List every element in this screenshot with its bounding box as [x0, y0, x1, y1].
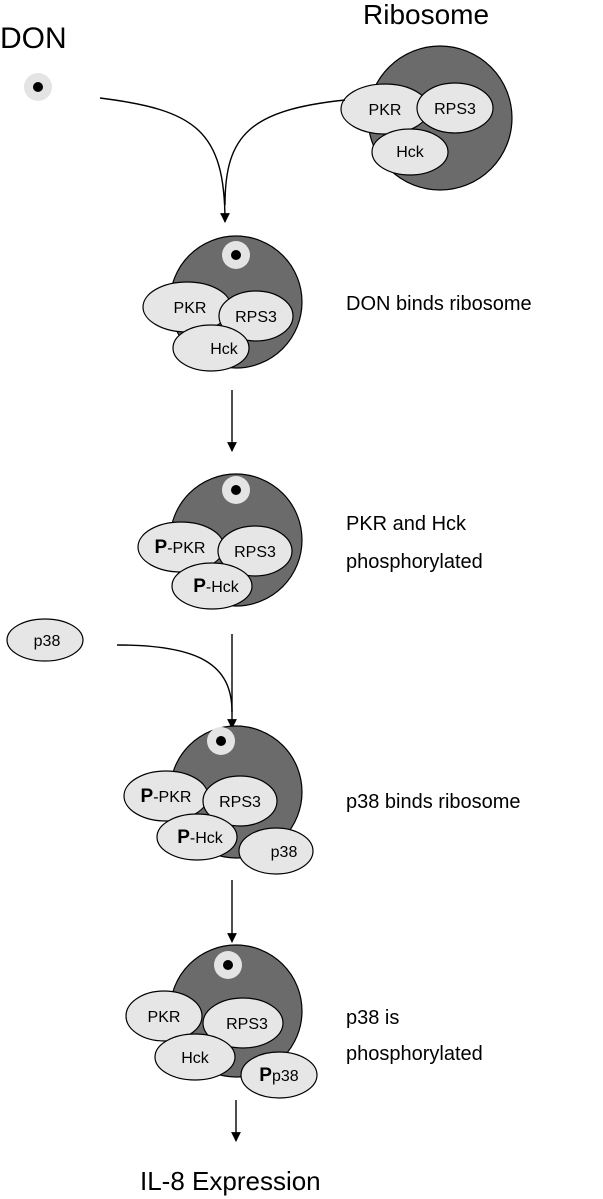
rps3-label: RPS3: [434, 101, 476, 118]
p-pkr-label: P-PKR: [155, 537, 206, 558]
p38-label: p38: [34, 633, 61, 650]
step-2-label-line-1: PKR and Hck: [346, 513, 467, 535]
hck-label: Hck: [181, 1050, 210, 1067]
rps3-label: RPS3: [226, 1016, 268, 1033]
p38-molecule: p38: [6, 618, 84, 662]
p-hck-label: P-Hck: [177, 827, 224, 848]
p-pkr-label: P-PKR: [141, 786, 192, 807]
ribosome-merge-arrow: [224, 99, 346, 206]
p-p38-label: Pp38: [259, 1065, 298, 1086]
hck-label: Hck: [396, 144, 425, 161]
p38-label: p38: [271, 844, 298, 861]
ribosome-title: Ribosome: [363, 0, 489, 30]
hck-label: Hck: [210, 341, 239, 358]
pkr-label: PKR: [148, 1009, 181, 1026]
ribosome-stage-3: P-PKR RPS3 P-Hck p38: [123, 725, 314, 875]
don-title: DON: [0, 22, 67, 55]
rps3-label: RPS3: [219, 794, 261, 811]
pkr-label: PKR: [369, 102, 402, 119]
don-molecule: [24, 73, 52, 101]
output-label: IL-8 Expression: [140, 1166, 321, 1196]
ribosome-complex-initial: PKR RPS3 Hck: [340, 45, 513, 191]
step-3-label: p38 binds ribosome: [346, 791, 521, 813]
step-4-label-line-1: p38 is: [346, 1007, 399, 1029]
pkr-label: PKR: [174, 300, 207, 317]
rps3-label: RPS3: [235, 309, 277, 326]
ribosome-stage-4: PKR RPS3 Hck Pp38: [125, 944, 318, 1099]
don-to-ribosome-arrow: [99, 97, 230, 223]
p-hck-label: P-Hck: [193, 576, 240, 597]
ribosome-stage-1: PKR RPS3 Hck: [142, 235, 303, 372]
ribosome-stage-2: P-PKR RPS3 P-Hck: [137, 473, 303, 610]
step-2-label-line-2: phosphorylated: [346, 551, 483, 573]
step-1-label: DON binds ribosome: [346, 293, 532, 315]
step-4-label-line-2: phosphorylated: [346, 1043, 483, 1065]
rps3-label: RPS3: [234, 544, 276, 561]
p38-merge-arrow: [116, 644, 233, 713]
